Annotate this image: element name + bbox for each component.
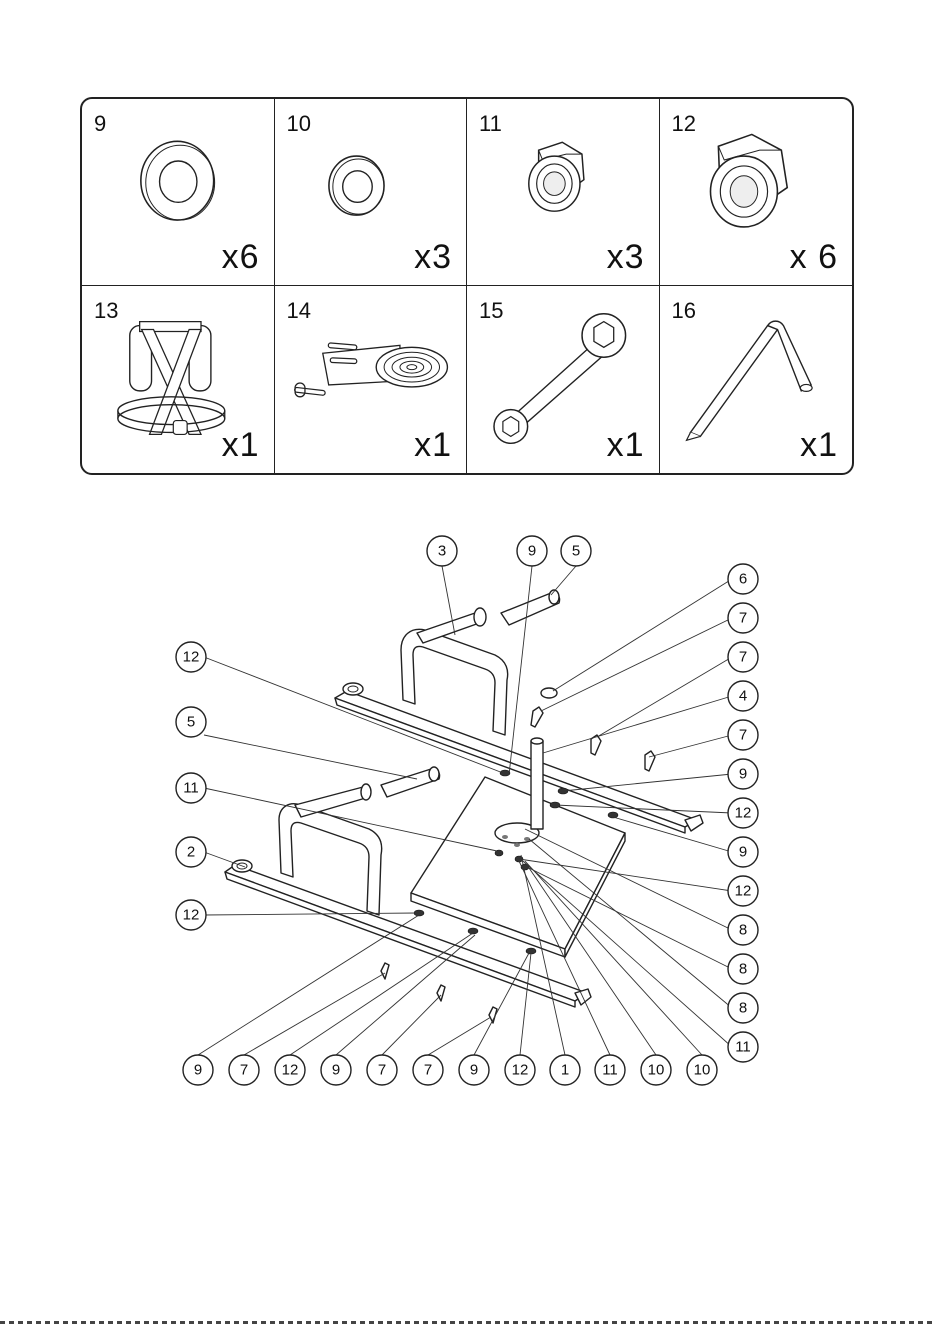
part-cell: 12 x 6	[660, 99, 853, 286]
callout: 9	[728, 759, 758, 789]
svg-text:1: 1	[561, 1062, 569, 1079]
callout: 5	[176, 707, 206, 737]
svg-text:7: 7	[739, 649, 747, 666]
callout: 12	[176, 900, 206, 930]
svg-text:9: 9	[528, 543, 536, 560]
svg-text:7: 7	[739, 727, 747, 744]
callout: 12	[505, 1055, 535, 1085]
svg-text:9: 9	[332, 1062, 340, 1079]
callout: 6	[728, 564, 758, 594]
svg-text:12: 12	[183, 907, 200, 924]
callout: 8	[728, 993, 758, 1023]
svg-text:8: 8	[739, 961, 747, 978]
svg-text:5: 5	[572, 543, 580, 560]
svg-text:7: 7	[378, 1062, 386, 1079]
svg-text:7: 7	[424, 1062, 432, 1079]
base-plate	[411, 777, 625, 957]
part-cell: 16 x1	[660, 286, 853, 473]
part-cell: 15 x1	[467, 286, 660, 473]
callout: 10	[641, 1055, 671, 1085]
svg-text:12: 12	[183, 649, 200, 666]
callout: 11	[176, 773, 206, 803]
svg-text:7: 7	[240, 1062, 248, 1079]
svg-text:7: 7	[739, 610, 747, 627]
callout: 8	[728, 954, 758, 984]
svg-text:12: 12	[512, 1062, 529, 1079]
callout: 7	[413, 1055, 443, 1085]
part-quantity: x1	[222, 426, 260, 465]
svg-text:2: 2	[187, 844, 195, 861]
callout: 12	[728, 798, 758, 828]
callout: 9	[183, 1055, 213, 1085]
svg-text:12: 12	[735, 883, 752, 900]
callout: 9	[517, 536, 547, 566]
svg-text:10: 10	[694, 1062, 711, 1079]
part-quantity: x1	[607, 426, 645, 465]
callout: 12	[275, 1055, 305, 1085]
part-quantity: x3	[414, 238, 452, 277]
exploded-assembly-diagram: 3 9 5 6 7 7 12 4 5 7 9 11 12 2 9 12 12 8…	[155, 515, 780, 1105]
callout: 11	[728, 1032, 758, 1062]
part-quantity: x 6	[790, 238, 838, 277]
callout: 4	[728, 681, 758, 711]
svg-text:3: 3	[438, 543, 446, 560]
svg-text:12: 12	[735, 805, 752, 822]
parts-table: 9 x6 10 x3 11 x3 12	[80, 97, 854, 475]
part-cell: 11 x3	[467, 99, 660, 286]
callout: 2	[176, 837, 206, 867]
part-cell: 14 x1	[275, 286, 468, 473]
callout: 7	[229, 1055, 259, 1085]
callout: 7	[728, 603, 758, 633]
svg-text:9: 9	[739, 766, 747, 783]
callout: 3	[427, 536, 457, 566]
callout: 7	[367, 1055, 397, 1085]
callout: 12	[728, 876, 758, 906]
svg-text:9: 9	[470, 1062, 478, 1079]
part-quantity: x6	[222, 238, 260, 277]
svg-text:11: 11	[183, 780, 199, 797]
callout: 9	[321, 1055, 351, 1085]
callout: 10	[687, 1055, 717, 1085]
svg-text:9: 9	[194, 1062, 202, 1079]
part-cell: 10 x3	[275, 99, 468, 286]
svg-text:5: 5	[187, 714, 195, 731]
callout: 11	[595, 1055, 625, 1085]
part-quantity: x1	[414, 426, 452, 465]
callout: 7	[728, 642, 758, 672]
callout: 9	[459, 1055, 489, 1085]
svg-text:11: 11	[602, 1062, 618, 1079]
svg-text:11: 11	[735, 1039, 751, 1056]
callout: 12	[176, 642, 206, 672]
svg-text:8: 8	[739, 922, 747, 939]
callout: 9	[728, 837, 758, 867]
callout: 8	[728, 915, 758, 945]
svg-text:10: 10	[648, 1062, 665, 1079]
part-cell: 13 x1	[82, 286, 275, 473]
part-quantity: x1	[800, 426, 838, 465]
svg-text:12: 12	[282, 1062, 299, 1079]
part-cell: 9 x6	[82, 99, 275, 286]
svg-text:8: 8	[739, 1000, 747, 1017]
callout: 5	[561, 536, 591, 566]
svg-text:6: 6	[739, 571, 747, 588]
callout: 1	[550, 1055, 580, 1085]
svg-text:4: 4	[739, 688, 747, 705]
svg-text:9: 9	[739, 844, 747, 861]
callout: 7	[728, 720, 758, 750]
part-quantity: x3	[607, 238, 645, 277]
